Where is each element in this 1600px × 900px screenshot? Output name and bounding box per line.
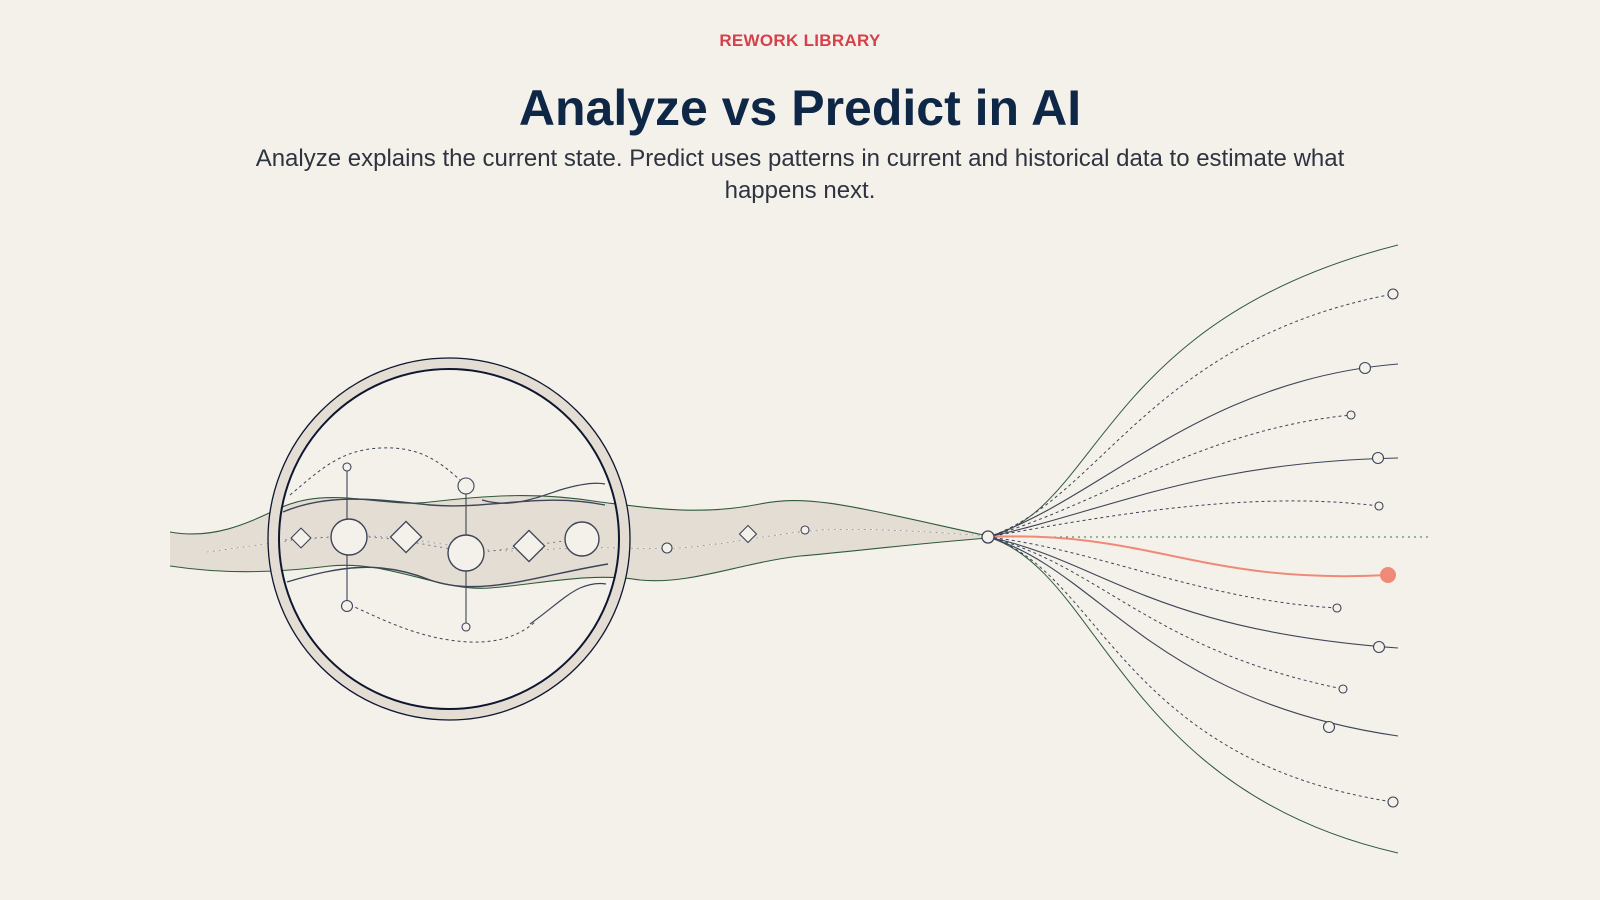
lens-diamond-1 bbox=[290, 527, 312, 549]
lens-node-2 bbox=[447, 534, 485, 572]
fan-envelope-bottom bbox=[987, 536, 1399, 854]
fan-endpoint-5 bbox=[1374, 501, 1384, 511]
fan-dashed-5 bbox=[987, 536, 1344, 690]
lens-connector-2-top bbox=[457, 477, 475, 495]
lens-outer-edge bbox=[267, 357, 631, 721]
fan-dashed-3 bbox=[987, 500, 1380, 538]
stream-center-dashed-line bbox=[206, 528, 989, 553]
fan-highlight-path bbox=[987, 535, 1389, 578]
fan-endpoint-8 bbox=[1338, 684, 1348, 694]
lens-solid-arc-right-bottom bbox=[529, 582, 607, 625]
fan-solid-4 bbox=[987, 536, 1399, 737]
fan-solid-2 bbox=[987, 457, 1399, 538]
fan-endpoint-9 bbox=[1322, 720, 1336, 734]
page-title: Analyze vs Predict in AI bbox=[518, 80, 1082, 136]
lens-diamond-2 bbox=[389, 520, 423, 554]
lens-connector-1-top bbox=[342, 462, 352, 472]
lens-dashed-arc-bottom bbox=[349, 604, 536, 643]
lens-inner-band-bottom bbox=[286, 563, 609, 588]
fan-endpoint-1 bbox=[1387, 288, 1399, 300]
lens-connector-1-bottom bbox=[340, 599, 354, 613]
stream-band-bottom-edge bbox=[169, 537, 989, 589]
fan-dashed-1 bbox=[987, 293, 1394, 538]
fan-dashed-4 bbox=[987, 536, 1338, 609]
fan-endpoint-3 bbox=[1346, 410, 1356, 420]
fan-dashed-2 bbox=[987, 414, 1352, 538]
lens-solid-arc-right-top bbox=[481, 482, 606, 504]
lens-dashed-arc-top bbox=[289, 447, 461, 496]
stream-diamond-small bbox=[738, 524, 758, 544]
fan-solid-1 bbox=[987, 363, 1399, 538]
stream-node-small bbox=[661, 542, 673, 554]
highlighted-outcome-dot bbox=[1380, 567, 1396, 583]
fan-endpoint-4 bbox=[1371, 451, 1385, 465]
fan-dashed-6 bbox=[987, 536, 1394, 803]
page-subtitle: Analyze explains the current state. Pred… bbox=[255, 145, 1345, 204]
fan-endpoint-6 bbox=[1332, 603, 1342, 613]
lens-node-1 bbox=[330, 518, 368, 556]
fan-endpoint-2 bbox=[1358, 361, 1372, 375]
lens-inner-band-top bbox=[282, 498, 606, 513]
lens-diamond-3 bbox=[512, 529, 546, 563]
lens-connector-2-bottom bbox=[461, 622, 471, 632]
lens-node-3 bbox=[564, 521, 600, 557]
branch-node-icon bbox=[981, 530, 995, 544]
lens-outer-ring bbox=[268, 358, 630, 720]
magnifier-lens-icon bbox=[267, 357, 631, 721]
fan-solid-3 bbox=[987, 536, 1399, 649]
stream-node-tiny bbox=[800, 525, 810, 535]
fan-endpoint-7 bbox=[1372, 640, 1386, 654]
fan-envelope-top bbox=[987, 244, 1399, 538]
lens-inner-edge bbox=[278, 368, 620, 710]
eyebrow-label: REWORK LIBRARY bbox=[719, 31, 881, 50]
prediction-fan bbox=[981, 244, 1430, 854]
fan-endpoint-10 bbox=[1387, 796, 1399, 808]
